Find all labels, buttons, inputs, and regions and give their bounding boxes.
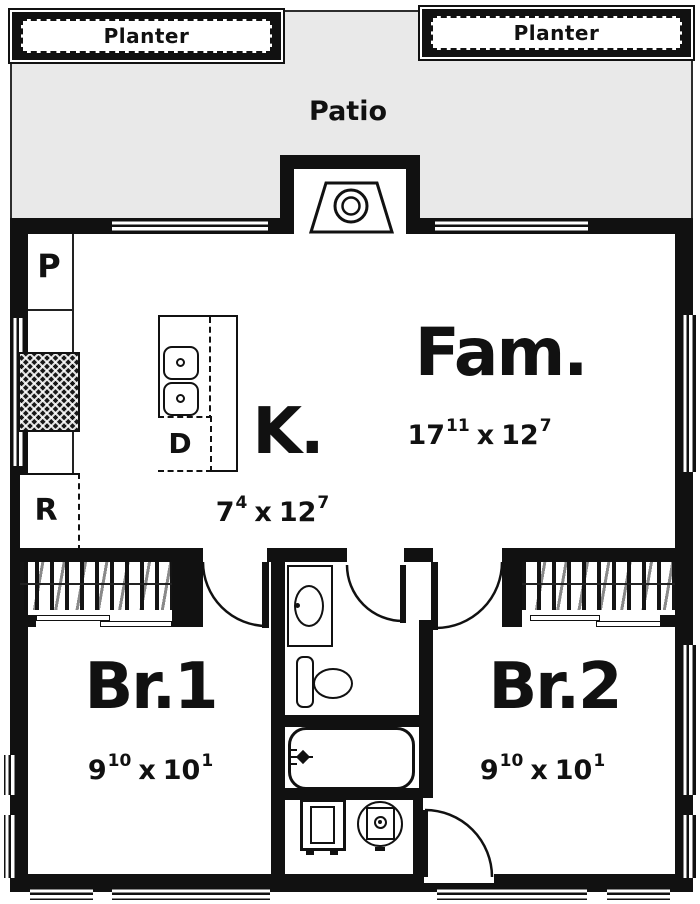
- bedroom2-dim-l: 10: [554, 755, 593, 786]
- refrigerator: [20, 473, 80, 551]
- bedroom1-dim-w-in: 10: [107, 751, 132, 771]
- bedroom2-door-arc: [435, 561, 504, 630]
- closet2-slider-back: [596, 621, 666, 627]
- range-icon: [18, 352, 80, 432]
- window-family-right: [682, 315, 696, 472]
- window-bedroom1-left-b: [4, 815, 16, 878]
- island-counter-dash: [209, 317, 211, 470]
- window-bottom-1: [30, 888, 93, 900]
- bedroom1-dim-l-in: 1: [201, 751, 214, 771]
- bedroom1-door-leaf: [262, 562, 269, 628]
- bathroom-wall-left: [271, 548, 285, 890]
- kitchen-dim-w: 7: [215, 497, 235, 528]
- bedroom1-label: Br.1: [84, 650, 218, 724]
- planter-right: Planter: [418, 5, 695, 61]
- bathroom-door-leaf: [400, 565, 406, 623]
- family-dim-l-in: 7: [539, 416, 552, 436]
- bedroom2-dim-l-in: 1: [593, 751, 606, 771]
- closet1-slider-back: [100, 621, 172, 627]
- wall-bottom: [10, 874, 693, 892]
- bathroom-wall-right: [419, 620, 433, 798]
- family-dim-l: 12: [501, 420, 539, 451]
- kitchen-label: K.: [252, 395, 325, 469]
- family-room-label: Fam.: [414, 314, 589, 391]
- window-bottom-2: [112, 888, 270, 900]
- water-heater-dot: [378, 820, 382, 824]
- dishwasher: [158, 416, 212, 472]
- family-dim-w-in: 11: [446, 416, 470, 436]
- planter-left-label: Planter: [21, 19, 272, 53]
- bedroom1-dim-l: 10: [162, 755, 201, 786]
- tub-wall-top: [285, 715, 419, 727]
- closet1-door-cap: [18, 615, 36, 627]
- toilet-tank-icon: [296, 656, 314, 708]
- family-dim-w: 17: [407, 420, 446, 451]
- dishwasher-label: D: [168, 427, 192, 460]
- closet2-slider-front: [530, 615, 600, 621]
- window-bottom-4: [607, 888, 670, 900]
- bedroom2-dim-sep: x: [530, 755, 548, 786]
- bathroom-door-arc: [345, 564, 404, 623]
- planter-left: Planter: [8, 8, 285, 64]
- bedroom2-label: Br.2: [488, 650, 622, 724]
- bedroom2-dim-w: 9: [479, 755, 499, 786]
- entry-door-opening: [424, 874, 494, 883]
- sink-basin-top-icon: [163, 346, 199, 380]
- kitchen-dim-w-in: 4: [235, 493, 248, 513]
- tub-wall-bottom: [285, 788, 419, 800]
- fireplace-hearth: [294, 169, 406, 234]
- toilet-bowl-icon: [313, 668, 353, 699]
- pantry-label: P: [37, 247, 61, 285]
- water-heater-tab: [375, 847, 385, 851]
- pantry-bottom-wall: [28, 309, 74, 311]
- washer-door-icon: [310, 806, 335, 844]
- washer-foot-right: [330, 851, 338, 855]
- bedroom1-dim-sep: x: [138, 755, 156, 786]
- washer-foot-left: [306, 851, 314, 855]
- bathtub-icon: [288, 727, 415, 790]
- closet1-rod: [20, 583, 172, 585]
- window-bedroom2-right-a: [682, 645, 696, 795]
- laundry-wall-right: [413, 798, 423, 878]
- sink-drain-bottom-icon: [176, 394, 185, 403]
- refrigerator-label: R: [34, 493, 58, 528]
- window-top-left: [112, 220, 268, 232]
- divider-wall-right: [502, 548, 683, 562]
- kitchen-dim-l: 12: [278, 497, 317, 528]
- closet1-hanging-icon: [20, 562, 172, 610]
- kitchen-dim-sep: x: [254, 497, 272, 528]
- divider-wall-bath: [267, 548, 347, 562]
- closet2-rod: [522, 583, 675, 585]
- planter-left-frame: Planter: [12, 12, 281, 60]
- planter-right-label: Planter: [431, 16, 682, 50]
- entry-door-arc: [424, 808, 494, 878]
- patio-label: Patio: [309, 96, 387, 127]
- pantry-wall: [72, 234, 74, 311]
- divider-wall-bath-right: [404, 548, 433, 562]
- planter-right-frame: Planter: [422, 9, 691, 57]
- closet2-hanging-icon: [522, 562, 675, 610]
- bedroom1-dim-w: 9: [87, 755, 107, 786]
- window-bedroom2-right-b: [682, 815, 696, 878]
- bedroom1-door-arc: [201, 561, 268, 628]
- closet2-door-cap: [660, 615, 675, 627]
- kitchen-dim-l-in: 7: [317, 493, 330, 513]
- family-dim-sep: x: [476, 420, 495, 451]
- vanity-faucet-icon: [295, 603, 300, 608]
- bedroom2-dim-w-in: 10: [499, 751, 524, 771]
- closet1-end-wall: [172, 562, 203, 627]
- window-bottom-3: [437, 888, 587, 900]
- sink-drain-top-icon: [176, 358, 185, 367]
- closet2-end-wall: [502, 562, 522, 627]
- divider-wall-left: [18, 548, 203, 562]
- window-top-right: [435, 220, 588, 232]
- closet1-slider-front: [36, 615, 110, 621]
- window-bedroom1-left-a: [4, 755, 16, 795]
